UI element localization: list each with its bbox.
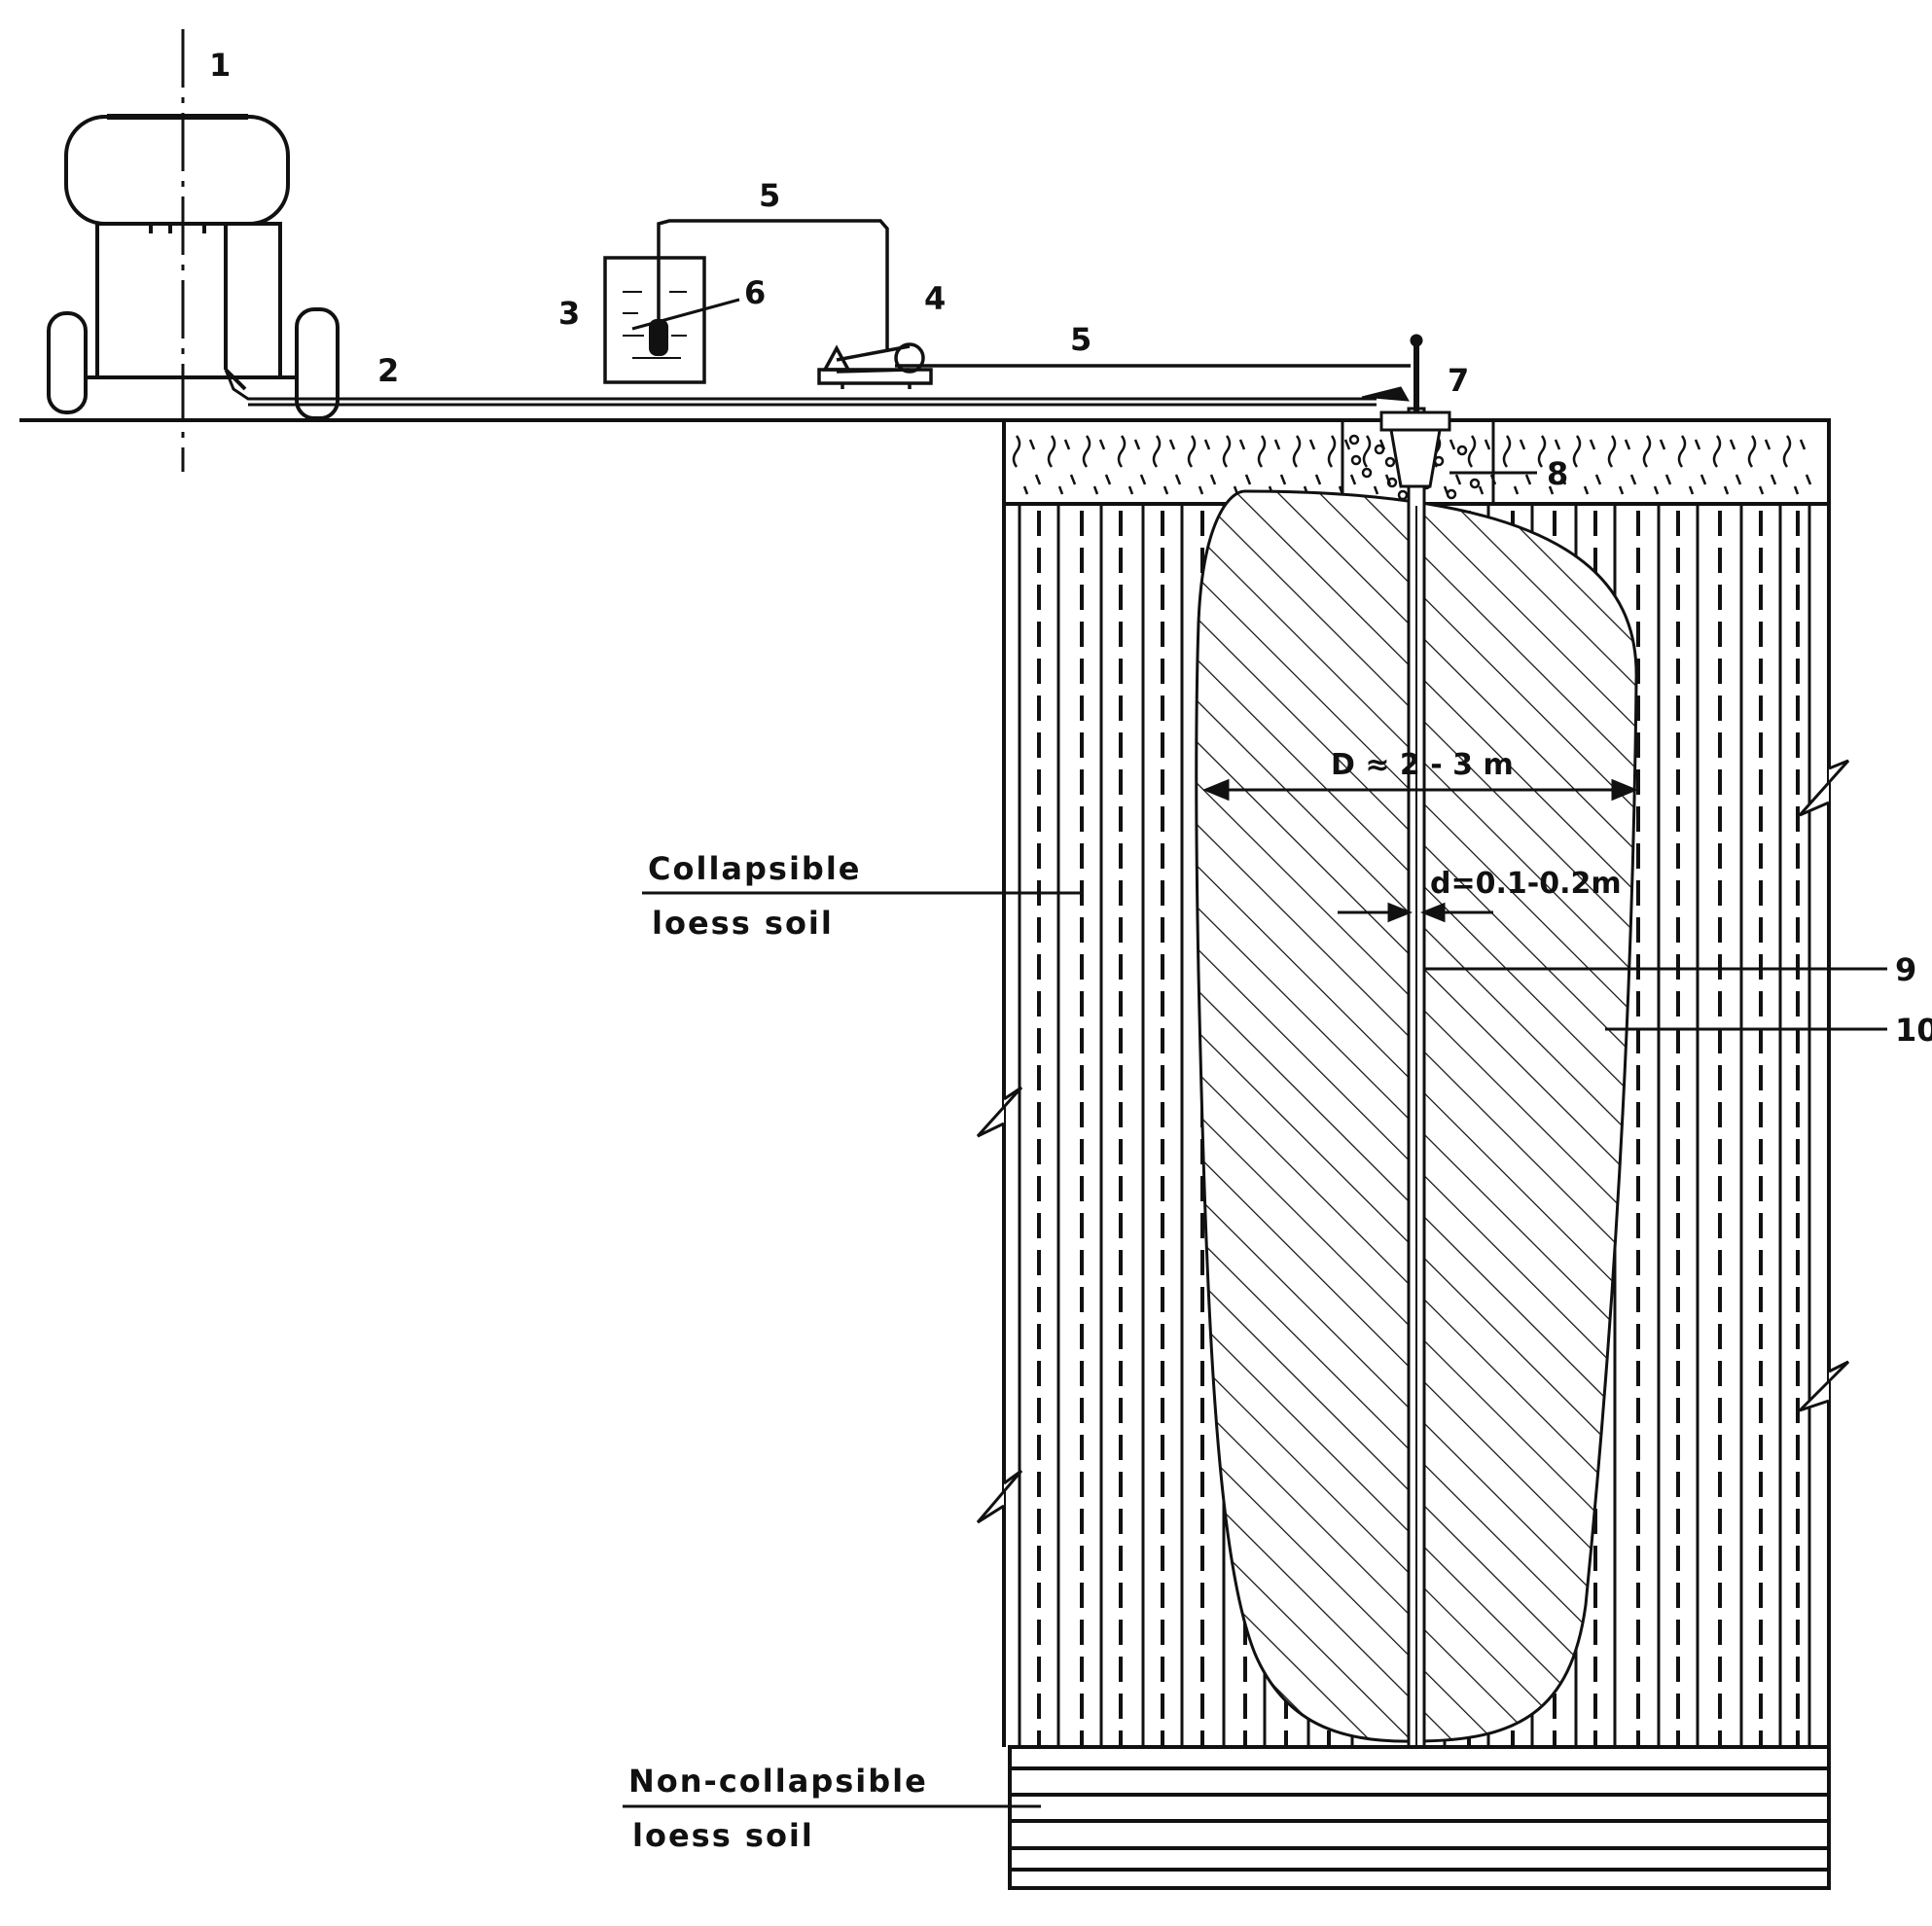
dimension-d-label: d=0.1-0.2m [1430,867,1622,901]
explosive-container [603,256,706,384]
crust-mark [1198,439,1217,495]
non-collapsible-loess-layer [1008,1745,1831,1890]
crust-mark [1362,435,1372,468]
label-8: 8 [1547,455,1568,492]
label-2: 2 [377,352,399,389]
crust-mark [1047,435,1056,468]
crust-mark [1793,439,1812,495]
crust-mark [1057,439,1077,495]
crust-mark [1502,435,1512,468]
crust-mark [1478,439,1497,495]
rubble-mark [1456,445,1468,456]
crust-mark [1303,439,1322,495]
collapsible-label-1: Collapsible [648,850,862,887]
crust-mark [1747,435,1757,468]
label-9: 9 [1895,951,1916,988]
collapsible-label-2: loess soil [652,905,834,942]
rubble-mark [1350,454,1362,466]
crust-mark [1127,439,1147,495]
crust-mark [1548,439,1567,495]
dimension-D [1202,778,1638,802]
dimension-D-label: D ≈ 2 - 3 m [1331,748,1514,782]
crust-mark [1677,435,1687,468]
rubble-mark [1446,488,1457,500]
label-4: 4 [924,280,946,317]
crust-mark [1012,435,1021,468]
label-5-top: 5 [759,177,780,214]
pump-truck [47,29,340,472]
crust-mark [1327,435,1337,468]
noncollapsible-label-2: loess soil [632,1817,814,1854]
crust-mark [1572,435,1582,468]
detonator-charge [649,319,668,356]
crust-mark [1723,439,1742,495]
rubble-mark [1469,478,1481,489]
crust-mark [1233,439,1252,495]
crust-mark [1152,435,1162,468]
rubble-mark [1374,444,1385,455]
rubble-mark [1361,467,1373,479]
leader-lines [623,298,1887,1808]
exploder-device [817,342,933,389]
label-5-mid: 5 [1070,321,1091,358]
label-3: 3 [558,295,580,332]
crust-mark [1513,439,1532,495]
crust-mark [1268,439,1287,495]
crust-mark [1082,435,1091,468]
crust-mark [1163,439,1182,495]
crust-mark [1782,435,1792,468]
crust-mark [1653,439,1672,495]
noncollapsible-label-1: Non-collapsible [628,1763,928,1800]
rubble-mark [1397,489,1409,501]
crust-mark [1618,439,1637,495]
crust-mark [1537,435,1547,468]
crust-mark [1642,435,1652,468]
rubble-mark [1384,456,1396,468]
crust-mark [1607,435,1617,468]
rubble-mark [1386,477,1398,488]
feed-pipe [224,369,1377,407]
detonation-wires [657,219,1411,368]
crust-mark [1583,439,1602,495]
label-7: 7 [1448,362,1469,399]
crust-mark [1257,435,1267,468]
label-10: 10 [1895,1012,1932,1049]
crust-mark [1222,435,1232,468]
crust-mark [1292,435,1302,468]
crust-mark [1117,435,1127,468]
crust-mark [1467,435,1477,468]
crust-mark [1688,439,1707,495]
crust-mark [1092,439,1112,495]
crust-mark [1187,435,1197,468]
crust-mark [1758,439,1777,495]
crust-mark [1712,435,1722,468]
rubble-mark [1348,434,1360,446]
label-1: 1 [209,47,231,84]
crust-mark [1022,439,1042,495]
label-6: 6 [744,274,766,311]
dimension-d [1338,902,1493,923]
